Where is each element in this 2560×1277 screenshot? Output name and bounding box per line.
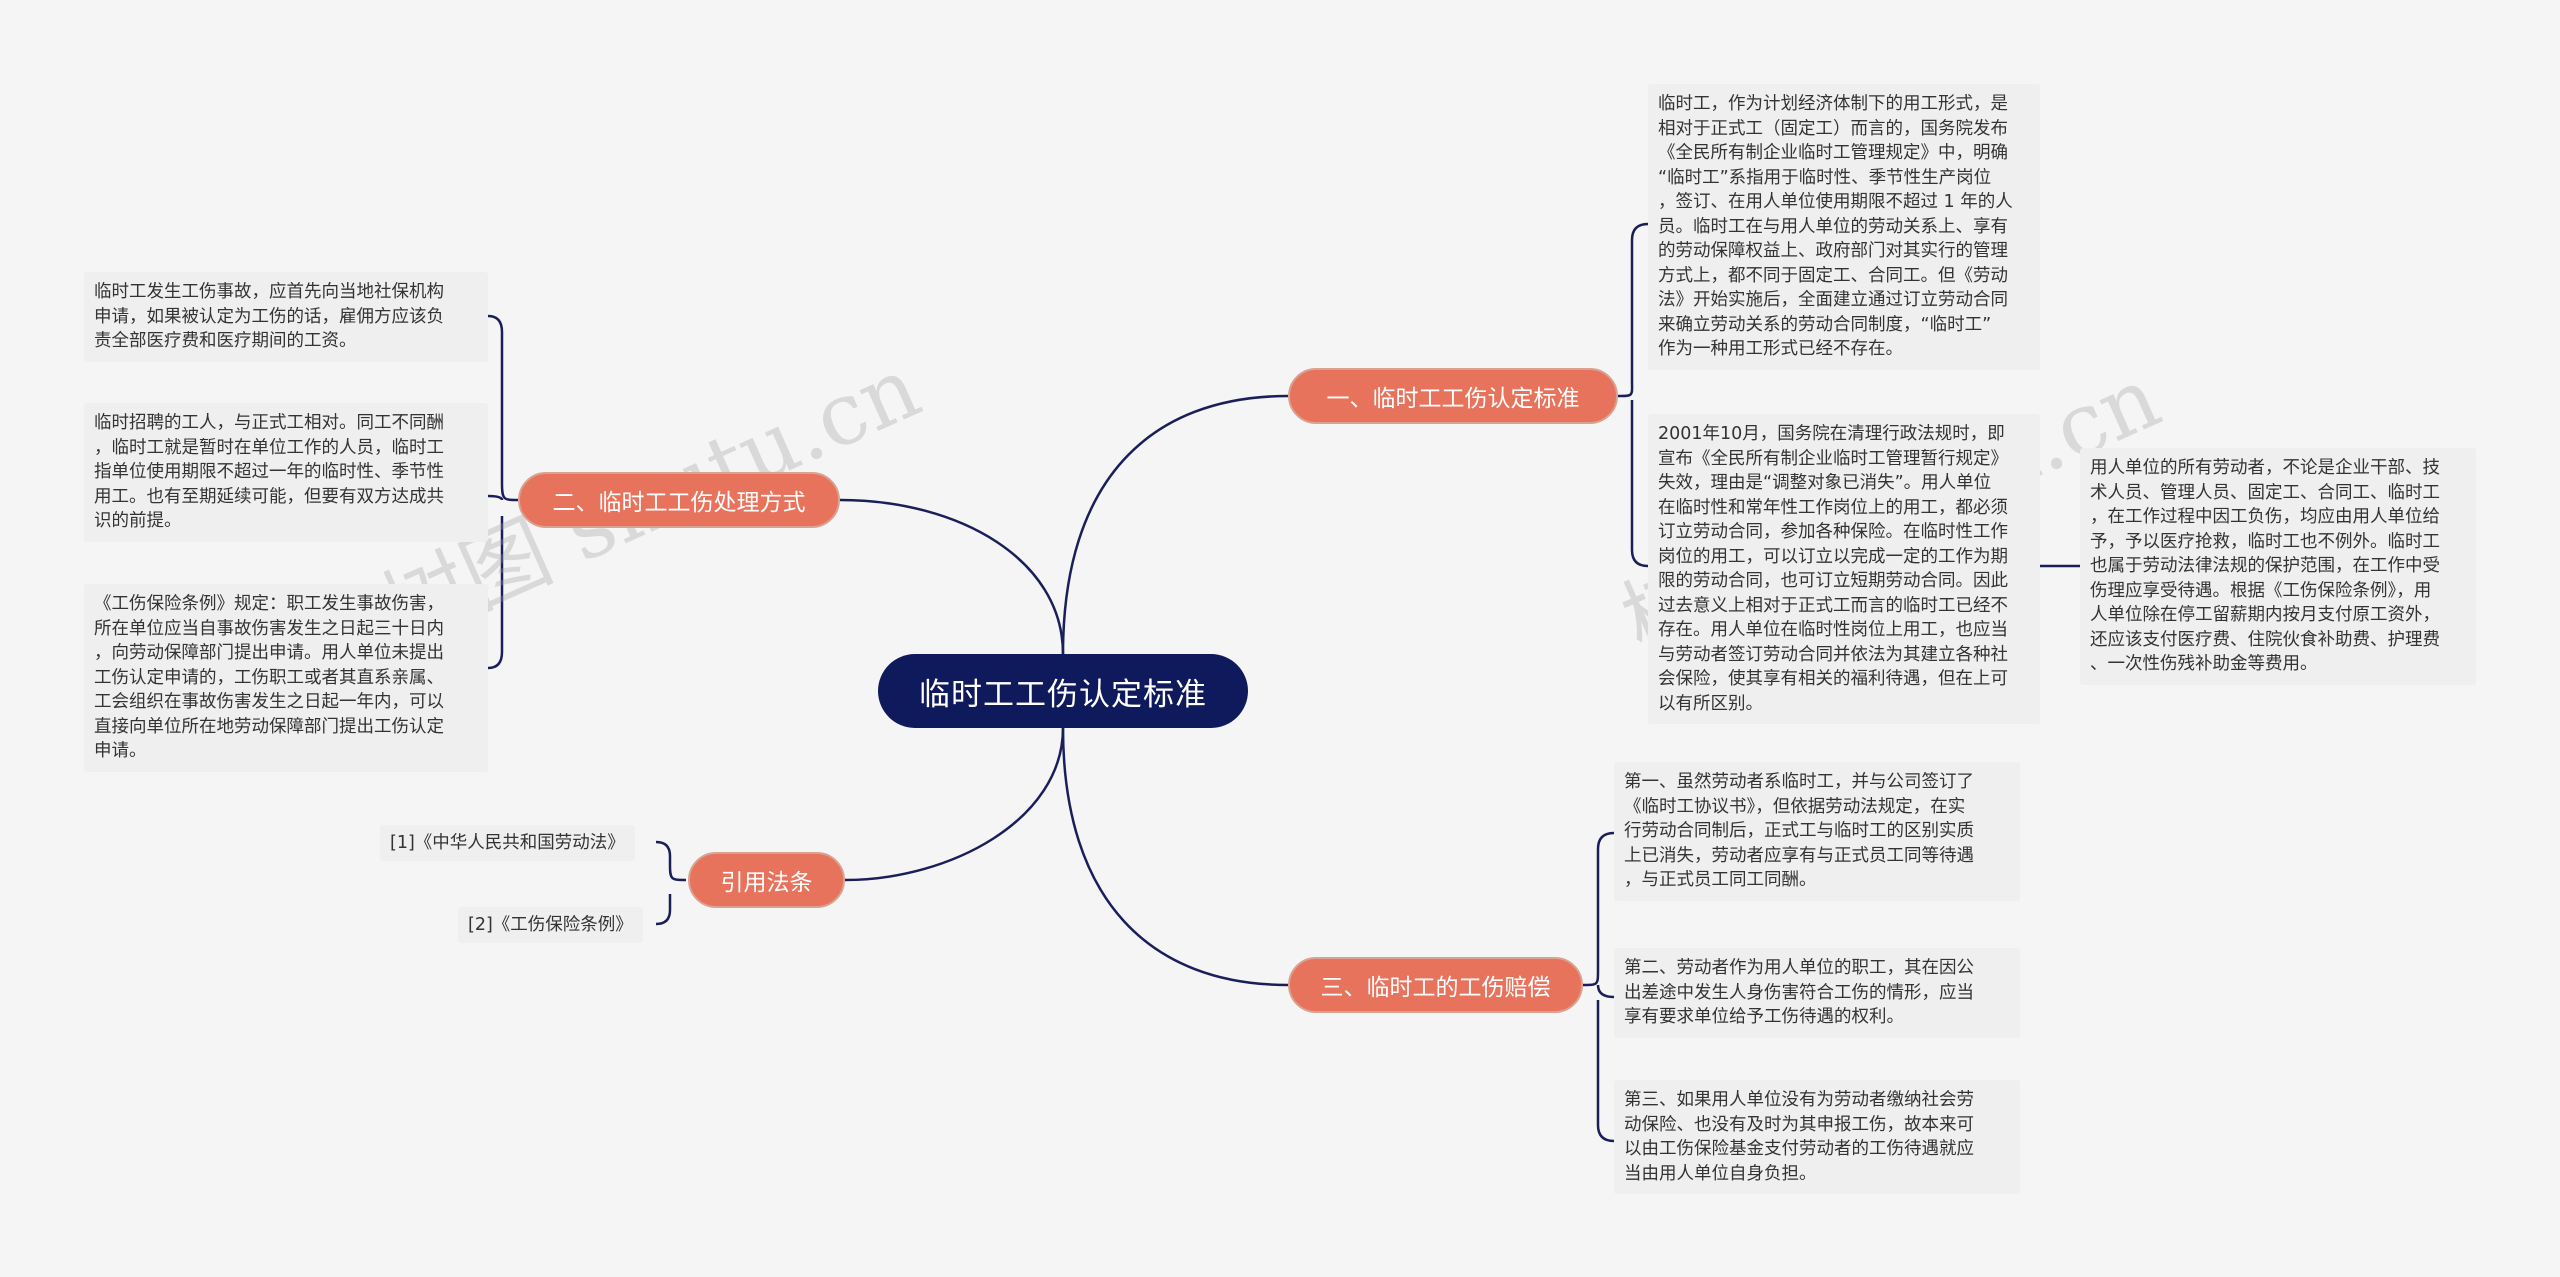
- leaf-b2-3[interactable]: 《工伤保险条例》规定：职工发生事故伤害， 所在单位应当自事故伤害发生之日起三十日…: [84, 584, 488, 772]
- leaf-b1-1[interactable]: 临时工，作为计划经济体制下的用工形式，是 相对于正式工（固定工）而言的，国务院发…: [1648, 84, 2040, 370]
- leaf-b4-1[interactable]: [1]《中华人民共和国劳动法》: [380, 825, 635, 861]
- leaf-b3-1[interactable]: 第一、虽然劳动者系临时工，并与公司签订了 《临时工协议书》，但依据劳动法规定，在…: [1614, 762, 2020, 901]
- root-topic[interactable]: 临时工工伤认定标准: [878, 654, 1248, 728]
- leaf-b3-2[interactable]: 第二、劳动者作为用人单位的职工，其在因公 出差途中发生人身伤害符合工伤的情形，应…: [1614, 948, 2020, 1038]
- leaf-b2-2[interactable]: 临时招聘的工人，与正式工相对。同工不同酬 ，临时工就是暂时在单位工作的人员，临时…: [84, 403, 488, 542]
- link-root-b3: [1061, 727, 1289, 987]
- leaf-b1-2-1[interactable]: 用人单位的所有劳动者，不论是企业干部、技 术人员、管理人员、固定工、合同工、临时…: [2080, 448, 2476, 685]
- link-b4-refs: [655, 840, 687, 926]
- link-root-b2: [839, 498, 1065, 655]
- branch-topic-1[interactable]: 一、临时工工伤认定标准: [1288, 368, 1618, 424]
- link-root-b1: [1061, 394, 1289, 655]
- link-b3-leaves: [1582, 831, 1615, 1143]
- branch-topic-4[interactable]: 引用法条: [688, 852, 845, 908]
- branch-topic-2[interactable]: 二、临时工工伤处理方式: [518, 472, 840, 528]
- link-root-b4: [844, 727, 1065, 882]
- link-b2-leaves: [487, 314, 519, 670]
- link-b1-leaves: [1617, 222, 1649, 568]
- leaf-b1-2[interactable]: 2001年10月，国务院在清理行政法规时，即 宣布《全民所有制企业临时工管理暂行…: [1648, 414, 2040, 724]
- leaf-b3-3[interactable]: 第三、如果用人单位没有为劳动者缴纳社会劳 动保险、也没有及时为其申报工伤，故本来…: [1614, 1080, 2020, 1194]
- leaf-b4-2[interactable]: [2]《工伤保险条例》: [458, 907, 643, 943]
- branch-topic-3[interactable]: 三、临时工的工伤赔偿: [1288, 957, 1583, 1013]
- leaf-b2-1[interactable]: 临时工发生工伤事故，应首先向当地社保机构 申请，如果被认定为工伤的话，雇佣方应该…: [84, 272, 488, 362]
